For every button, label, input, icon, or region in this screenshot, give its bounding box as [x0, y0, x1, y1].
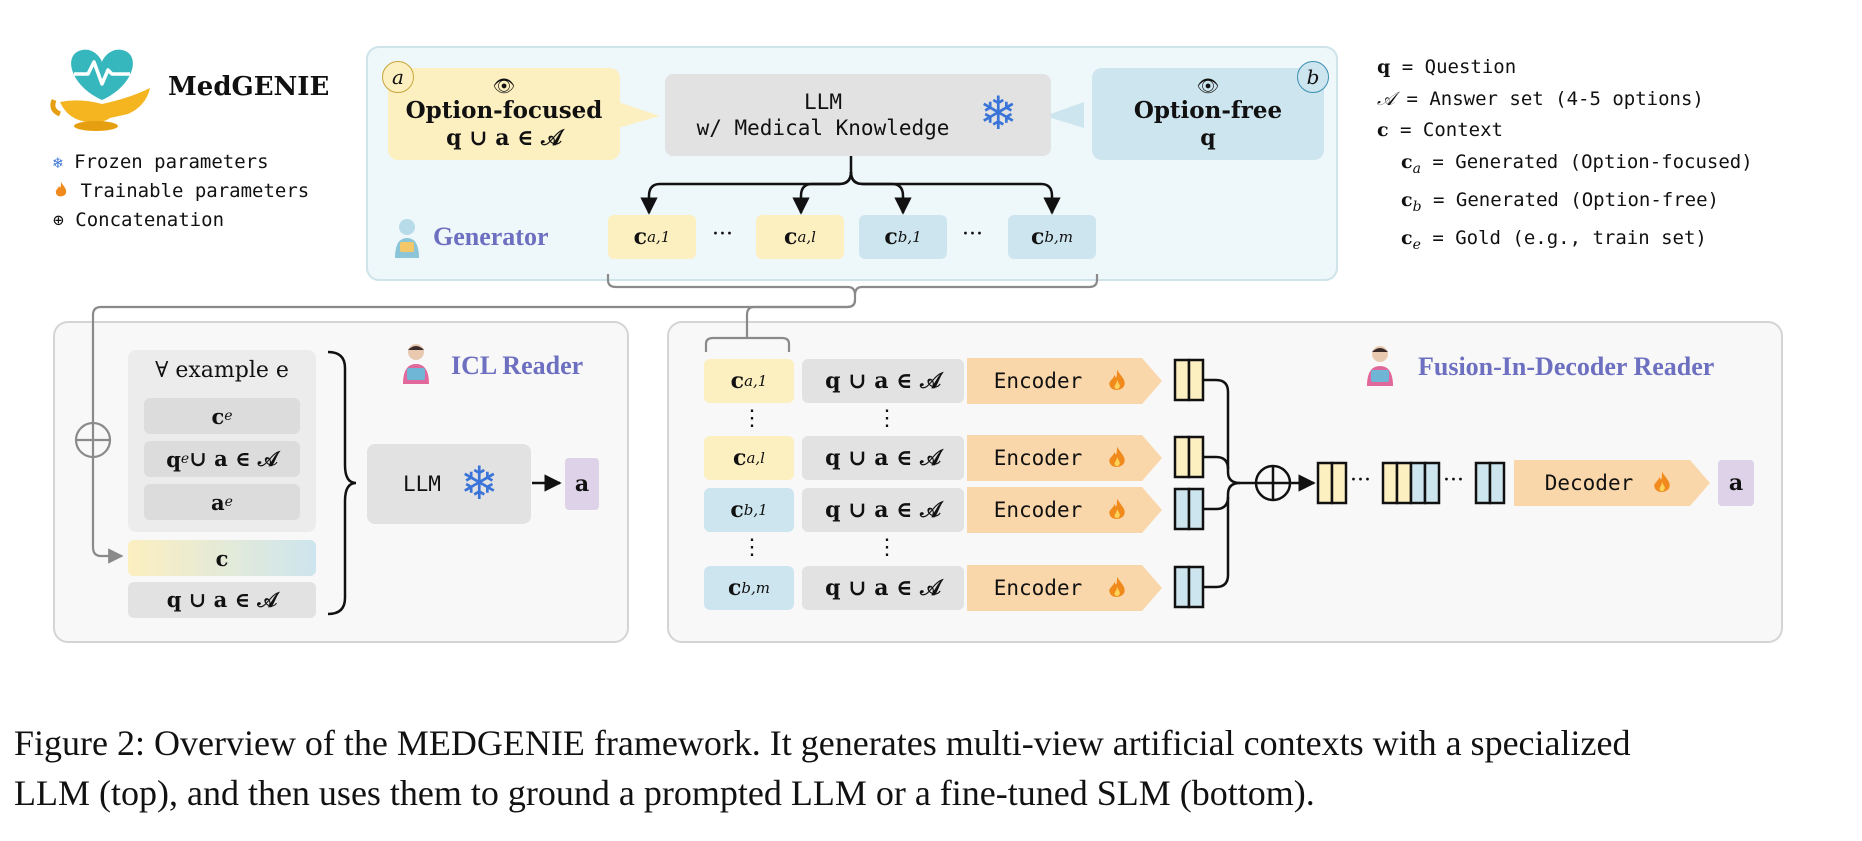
encoder-flame-icon [1109, 576, 1125, 597]
flame-icon [55, 182, 67, 197]
icl-snowflake-icon: ❄ [460, 456, 499, 510]
legend-trainable-label: Trainable parameters [80, 180, 310, 202]
generator-ellipsis-b: ··· [962, 222, 983, 247]
encoder-flame-icon [1109, 369, 1125, 390]
definition-c: c = Context [1377, 119, 1503, 141]
fid-output-answer: a [1718, 460, 1754, 506]
icl-question: q ∪ a ∈ 𝒜 [128, 582, 316, 618]
icl-reader-label: ICL Reader [451, 351, 584, 380]
icl-concat-symbol [74, 421, 112, 459]
decoder-flame-icon [1654, 471, 1670, 492]
concat-icon: ⊕ [53, 210, 64, 231]
fid-question-4: q ∪ a ∈ 𝒜 [802, 566, 964, 610]
definition-ca: ca = Generated (Option-focused) [1401, 150, 1753, 177]
generator-llm-box: LLM w/ Medical Knowledge [665, 74, 1051, 156]
fid-vdots-1: ⋮ [741, 406, 763, 431]
generator-llm-line2: w/ Medical Knowledge [696, 116, 950, 140]
legend-concat: ⊕ Concatenation [53, 209, 224, 231]
fid-vdots-4: ⋮ [876, 535, 898, 560]
legend-frozen: ❄ Frozen parameters [53, 151, 269, 173]
definition-q: q = Question [1377, 56, 1517, 78]
option-focused-expr: q ∪ a ∈ 𝒜 [446, 125, 562, 151]
definition-cb: cb = Generated (Option-free) [1401, 188, 1719, 215]
definition-ce: ce = Gold (e.g., train set) [1401, 227, 1707, 253]
fid-question-1: q ∪ a ∈ 𝒜 [802, 359, 964, 403]
fid-question-3: q ∪ a ∈ 𝒜 [802, 488, 964, 532]
option-focused-title: Option-focused [405, 97, 603, 124]
option-focused-box: 👁 Option-focused q ∪ a ∈ 𝒜 [388, 68, 620, 160]
fid-encoder-4: Encoder [993, 576, 1083, 600]
legend-trainable: Trainable parameters [53, 180, 309, 202]
icl-example-header: ∀ example e [155, 358, 289, 383]
legend-frozen-label: Frozen parameters [74, 151, 269, 173]
fid-reader-label: Fusion-In-Decoder Reader [1418, 352, 1715, 381]
generator-fanout-arrows [640, 156, 1061, 215]
generator-label: Generator [433, 222, 549, 251]
legend-concat-label: Concatenation [75, 209, 225, 231]
encoder-flame-icon [1109, 498, 1125, 519]
option-free-title: Option-free [1133, 97, 1283, 124]
snowflake-icon: ❄ [53, 153, 63, 172]
fid-merge-lines [1203, 378, 1256, 589]
fid-encoder-3: Encoder [993, 498, 1083, 522]
fid-encoder-1: Encoder [993, 369, 1083, 393]
fid-decoder: Decoder [1544, 471, 1634, 495]
generator-avatar-icon [395, 219, 419, 258]
eye-icon: 👁 [492, 76, 516, 97]
concatenated-sequence [1316, 461, 1506, 505]
fid-concat-symbol [1254, 464, 1292, 502]
encoder-shapes [967, 358, 1162, 611]
definitions-list: q = Question 𝒜 = Answer set (4-5 options… [1377, 52, 1753, 261]
icl-output-answer: a [565, 458, 599, 510]
icl-llm-box: LLM [367, 444, 531, 524]
option-free-badge: b [1297, 61, 1329, 93]
fid-encoder-2: Encoder [993, 446, 1083, 470]
fid-reader-avatar-icon [1367, 346, 1393, 386]
icl-llm-label: LLM [403, 472, 441, 496]
fid-question-2: q ∪ a ∈ 𝒜 [802, 436, 964, 480]
icl-reader-avatar-icon [403, 344, 429, 384]
generator-ellipsis-a: ··· [712, 222, 733, 247]
eye-icon: 👁 [1196, 76, 1220, 97]
fid-sequence-ellipsis-2: ··· [1443, 468, 1464, 493]
option-free-expr: q [1200, 125, 1216, 151]
generator-snowflake-icon: ❄ [979, 86, 1018, 140]
option-free-pointer [1045, 102, 1084, 128]
medgenie-title: MedGENIE [168, 72, 330, 102]
figure-caption-line2: LLM (top), and then uses them to ground … [14, 773, 1315, 813]
medgenie-logo-icon [50, 49, 150, 131]
context-routing [91, 274, 1099, 564]
fid-vdots-3: ⋮ [741, 535, 763, 560]
fid-sequence-ellipsis-1: ··· [1350, 468, 1371, 493]
option-free-box: 👁 Option-free q [1092, 68, 1324, 160]
generator-llm-line1: LLM [804, 90, 842, 114]
option-focused-badge: a [382, 61, 414, 93]
decoder-shape [1514, 460, 1710, 506]
fid-vdots-2: ⋮ [876, 406, 898, 431]
encoder-flame-icon [1109, 446, 1125, 467]
figure-caption-line1: Figure 2: Overview of the MEDGENIE frame… [14, 723, 1631, 763]
option-focused-pointer [618, 102, 660, 128]
icl-context: c [128, 540, 316, 576]
definition-answer-set: 𝒜 = Answer set (4-5 options) [1377, 87, 1704, 110]
icl-brace [327, 350, 357, 616]
